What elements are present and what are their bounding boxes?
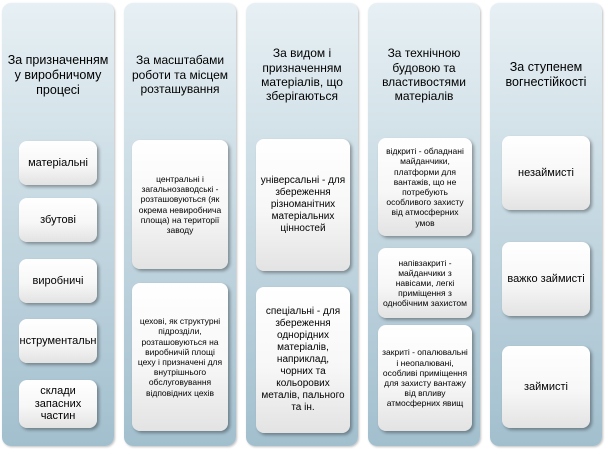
category-box: цехові, як структурні підрозділи, розташ… bbox=[132, 283, 228, 431]
category-box: виробничі bbox=[19, 259, 97, 303]
category-box: важко займисті bbox=[502, 242, 590, 316]
column-fire-resistance: За ступенем вогнестійкості незаймисті ва… bbox=[490, 3, 602, 446]
column-technical-structure: За технічною будовою та властивостями ма… bbox=[368, 3, 480, 446]
category-box: інструментальні bbox=[19, 319, 97, 363]
column-title: За видом і призначенням матеріалів, що з… bbox=[261, 46, 343, 104]
category-box: закриті - опалювальні і неопалювані, осо… bbox=[378, 325, 472, 431]
category-box: напівзакриті - майданчики з навісами, ле… bbox=[378, 248, 472, 318]
column-material-type: За видом і призначенням матеріалів, що з… bbox=[246, 3, 358, 446]
column-production-purpose: За призначенням у виробничому процесі ма… bbox=[2, 3, 114, 446]
category-box: універсальні - для збереження різноманіт… bbox=[256, 139, 350, 271]
category-box: відкриті - обладнані майданчики, платфор… bbox=[378, 138, 472, 236]
column-title: За ступенем вогнестійкості bbox=[505, 60, 587, 89]
category-box: спеціальні - для збереження однорідних м… bbox=[256, 287, 350, 433]
category-box: центральні і загальнозаводські - розташо… bbox=[132, 140, 228, 269]
column-title: За масштабами роботи та місцем розташува… bbox=[131, 53, 229, 97]
category-box: матеріальні bbox=[19, 141, 97, 185]
column-title: За технічною будовою та властивостями ма… bbox=[382, 46, 466, 104]
category-box: займисті bbox=[502, 346, 590, 428]
column-scale-location: За масштабами роботи та місцем розташува… bbox=[124, 3, 236, 446]
column-title: За призначенням у виробничому процесі bbox=[7, 52, 109, 97]
category-box: склади запасних частин bbox=[19, 380, 97, 428]
category-box: незаймисті bbox=[502, 136, 590, 210]
category-box: збутові bbox=[19, 198, 97, 242]
